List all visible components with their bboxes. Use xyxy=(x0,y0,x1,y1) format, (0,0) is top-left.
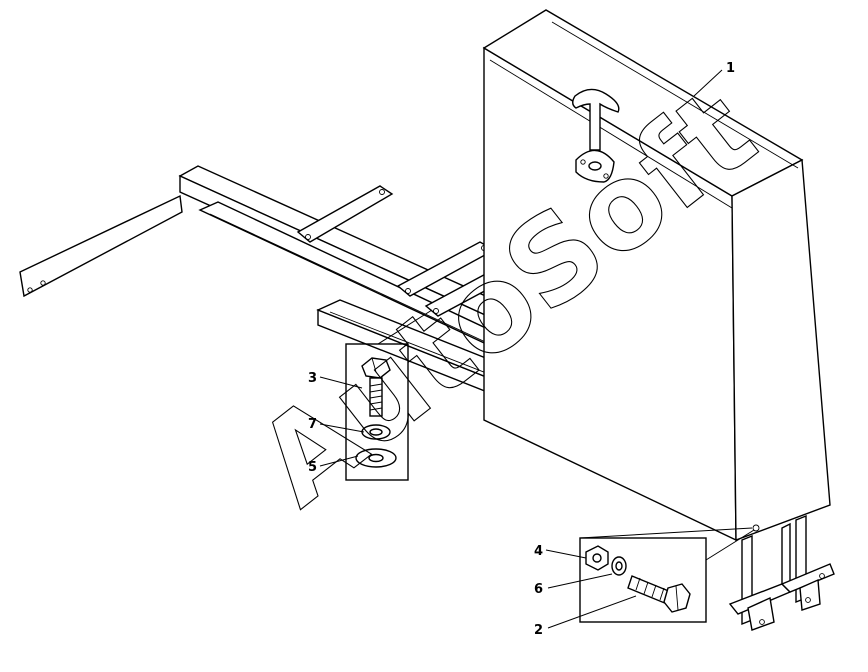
callout-5: 5 xyxy=(308,460,317,475)
support-legs xyxy=(728,514,835,631)
callout-3: 3 xyxy=(308,371,317,386)
mounting-strap-left xyxy=(19,194,183,298)
callout-2: 2 xyxy=(534,623,543,638)
callout-4: 4 xyxy=(534,544,543,559)
tool-box xyxy=(482,9,831,542)
detail-box-lower xyxy=(579,527,755,623)
callout-leaders xyxy=(319,69,723,629)
latch-handle xyxy=(572,88,620,183)
detail-box-upper xyxy=(345,309,433,481)
cross-bracket-1 xyxy=(296,185,394,243)
callout-1: 1 xyxy=(726,61,735,76)
callout-6: 6 xyxy=(534,582,543,597)
callout-7: 7 xyxy=(308,417,317,432)
